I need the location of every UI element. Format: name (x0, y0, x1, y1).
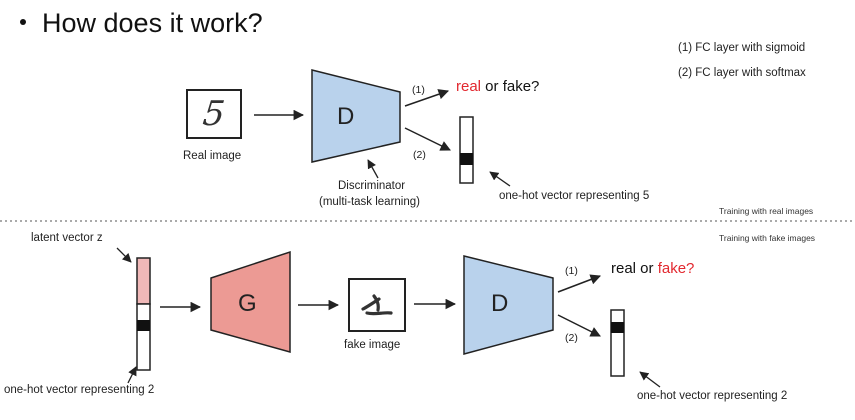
discriminator-top-letter: D (337, 103, 355, 130)
discriminator-bottom-letter: D (491, 290, 509, 317)
latent-vector-label: latent vector z (31, 232, 103, 244)
arrow-onehot-caption-bottom (639, 371, 661, 388)
onehot-vector-top (459, 116, 474, 184)
onehot-caption-top: one-hot vector representing 5 (499, 190, 650, 202)
arrow-branch2-top (404, 127, 451, 151)
branch2-label-bottom: (2) (565, 332, 578, 344)
discriminator-caption-line2: (multi-task learning) (319, 196, 420, 208)
real-image-digit: 5 (201, 94, 227, 134)
onehot-left-caption: one-hot vector representing 2 (4, 384, 155, 396)
arrow-branch1-bottom (557, 274, 601, 293)
discriminator-bottom-shape (463, 255, 554, 355)
output-real-or-word: real or (611, 260, 658, 277)
onehot-vector-bottom-active (611, 322, 624, 333)
generator-shape (210, 250, 291, 353)
output-or-word: or (481, 78, 503, 95)
discriminator-top-shape (311, 69, 401, 163)
real-image-box: 5 (186, 89, 242, 139)
arrow-branch2-bottom (557, 314, 601, 337)
bullet-dot (20, 18, 26, 25)
output-real-or-fake-top: real or fake? (456, 78, 539, 95)
title-text: How does it work? (42, 8, 263, 38)
generator-letter: G (238, 290, 257, 317)
discriminator-caption-line1: Discriminator (338, 180, 406, 192)
onehot-vector-left-active (137, 320, 150, 331)
arrow-onehot-caption-top (489, 171, 511, 187)
onehot-vector-left (136, 303, 151, 371)
output-real-or-fake-bottom: real or fake? (611, 260, 694, 277)
arrow-caption-to-d (367, 159, 379, 179)
note-fc-softmax: (2) FC layer with softmax (678, 67, 806, 79)
page-title: How does it work? (20, 8, 263, 39)
fake-digit-icon (361, 294, 393, 316)
output-real-word: real (456, 78, 482, 95)
section-tag-fake: Training with fake images (719, 233, 816, 243)
arrow-branch1-top (404, 89, 449, 107)
fake-image-box (348, 278, 406, 332)
fake-image-label: fake image (344, 339, 401, 351)
real-image-label: Real image (183, 150, 242, 162)
branch1-label-top: (1) (412, 84, 425, 96)
arrow-latent-label (116, 247, 132, 263)
arrow-onehot-left-caption (127, 366, 137, 384)
latent-vector-bar (136, 257, 151, 305)
branch1-label-bottom: (1) (565, 265, 578, 277)
onehot-vector-top-active (460, 153, 473, 165)
output-fake-word-red: fake? (657, 260, 695, 277)
onehot-caption-bottom: one-hot vector representing 2 (637, 390, 788, 402)
onehot-vector-bottom (610, 309, 625, 377)
note-fc-sigmoid: (1) FC layer with sigmoid (678, 42, 806, 54)
branch2-label-top: (2) (413, 149, 426, 161)
section-tag-real: Training with real images (719, 206, 814, 216)
output-fake-word: fake? (502, 78, 540, 95)
